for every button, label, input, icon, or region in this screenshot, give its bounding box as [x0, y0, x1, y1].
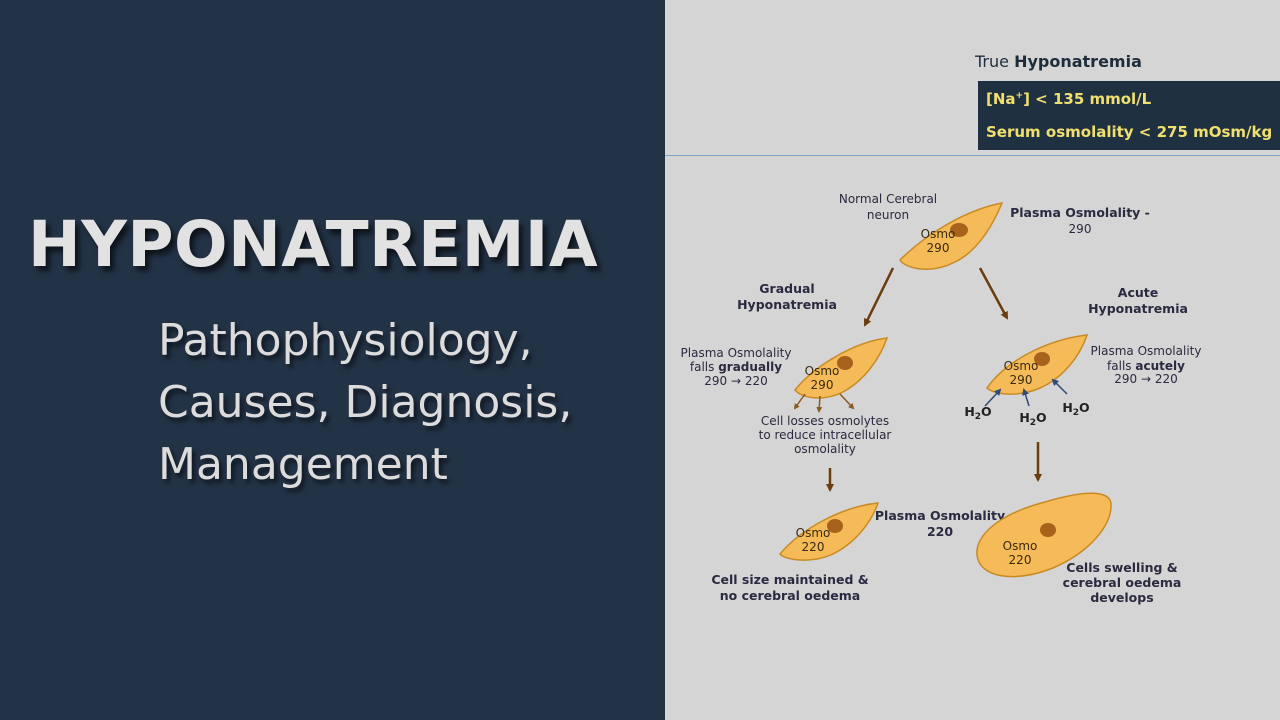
osmolyte-arrow: [816, 395, 823, 413]
sodium-prefix: [Na: [986, 90, 1016, 108]
osmo-label: Osmo: [805, 364, 840, 378]
osmo-label: Osmo: [1003, 539, 1038, 553]
gradual-falls-label: Plasma Osmolality: [681, 346, 792, 360]
acute-falls-label: falls acutely: [1107, 359, 1185, 373]
osmo-value: 220: [802, 540, 825, 554]
water-label: H2O: [1019, 410, 1046, 428]
acute-falls-label: Plasma Osmolality: [1091, 344, 1202, 358]
nucleus: [827, 519, 843, 533]
maintained-cell: Osmo 220: [779, 502, 880, 561]
acute-cell: Osmo 290: [986, 334, 1089, 395]
plasma-osmolality-mid: Plasma Osmolality: [875, 508, 1005, 523]
plasma-osmolality-top: Plasma Osmolality -: [1010, 205, 1150, 220]
criteria-heading-prefix: True: [975, 52, 1015, 71]
gradual-falls-label: falls gradually: [690, 360, 782, 374]
sodium-criterion: [Na+] < 135 mmol/L: [986, 90, 1151, 108]
gradual-title: Hyponatremia: [737, 297, 837, 312]
osmolyte-arrow: [839, 393, 855, 410]
subtitle-line: Pathophysiology,: [158, 315, 533, 366]
nucleus: [950, 223, 968, 237]
plasma-osmolality-top-value: 290: [1069, 222, 1092, 236]
acute-title: Acute: [1118, 285, 1158, 300]
criteria-heading: True Hyponatremia: [975, 52, 1142, 71]
normal-neuron-label: neuron: [867, 208, 909, 222]
acute-title: Hyponatremia: [1088, 301, 1188, 316]
nucleus: [837, 356, 853, 370]
water-label: H2O: [1062, 400, 1089, 418]
arrow-to-acute: [978, 267, 1009, 320]
arrow-to-gradual: [863, 267, 895, 327]
criteria-heading-bold: Hyponatremia: [1014, 52, 1142, 71]
swelling-label: cerebral oedema: [1063, 575, 1182, 590]
gradual-cell: Osmo 290: [794, 337, 889, 399]
nucleus: [1034, 352, 1050, 366]
osmo-value: 220: [1009, 553, 1032, 567]
osmo-value: 290: [927, 241, 950, 255]
osmolytes-label: osmolality: [794, 442, 856, 456]
water-arrow: [984, 388, 1002, 407]
osmo-label: Osmo: [921, 227, 956, 241]
osmo-value: 290: [811, 378, 834, 392]
subtitle-line: Causes, Diagnosis,: [158, 377, 573, 428]
swollen-cell: Osmo 220: [976, 492, 1112, 578]
nucleus: [1040, 523, 1056, 537]
osmo-label: Osmo: [1004, 359, 1039, 373]
osmolytes-label: to reduce intracellular: [759, 428, 892, 442]
normal-neuron-cell: Osmo 290: [899, 202, 1004, 270]
gradual-title: Gradual: [759, 281, 814, 296]
maintained-label: no cerebral oedema: [720, 588, 861, 603]
slide-subtitle: Pathophysiology, Causes, Diagnosis, Mana…: [158, 310, 572, 496]
section-divider: [665, 155, 1280, 156]
plasma-osmolality-mid-value: 220: [927, 524, 953, 539]
osmolytes-label: Cell losses osmolytes: [761, 414, 889, 428]
normal-neuron-label: Normal Cerebral: [839, 192, 937, 206]
osmo-label: Osmo: [796, 526, 831, 540]
sodium-charge: +: [1015, 91, 1024, 101]
acute-falls-range: 290 → 220: [1114, 372, 1178, 386]
swelling-label: develops: [1090, 590, 1153, 605]
osmo-value: 290: [1010, 373, 1033, 387]
water-arrow: [1022, 388, 1030, 407]
osmolyte-arrow: [793, 393, 806, 410]
water-label: H2O: [964, 404, 991, 422]
criteria-box: [Na+] < 135 mmol/L Serum osmolality < 27…: [978, 81, 1280, 150]
water-arrow: [1051, 378, 1068, 395]
title-panel: [0, 0, 665, 720]
pathophysiology-diagram: Osmo 290 Normal Cerebral neuron Plasma O…: [681, 192, 1202, 605]
gradual-falls-range: 290 → 220: [704, 374, 768, 388]
slide-title: HYPONATREMIA: [28, 208, 599, 281]
subtitle-line: Management: [158, 439, 448, 490]
osmolality-criterion: Serum osmolality < 275 mOsm/kg: [986, 123, 1273, 141]
sodium-threshold: ] < 135 mmol/L: [1023, 90, 1152, 108]
swelling-label: Cells swelling &: [1066, 560, 1178, 575]
maintained-label: Cell size maintained &: [711, 572, 868, 587]
